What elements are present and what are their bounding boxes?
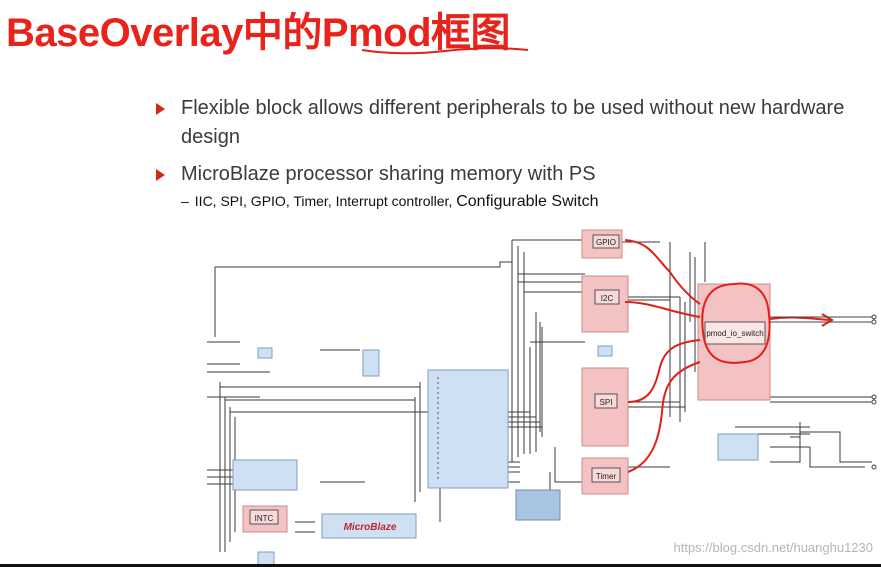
bram-block [515, 489, 561, 521]
output-ports [770, 314, 877, 470]
system-reset-block [232, 459, 298, 491]
pmod-io-switch-block: pmod_io_switch [697, 283, 771, 401]
i2c-label: I2C [601, 294, 614, 303]
small-gpio-block [597, 345, 613, 357]
bullet-arrow-icon [156, 103, 165, 115]
bullet-arrow-icon [156, 169, 165, 181]
sub-bullet: –IIC, SPI, GPIO, Timer, Interrupt contro… [156, 193, 856, 211]
gpio-label: GPIO [596, 238, 616, 247]
bullet-text: MicroBlaze processor sharing memory with… [181, 163, 596, 185]
pmod-block-diagram: GPIO I2C SPI Timer pmod_io_switch INTC M… [207, 229, 877, 567]
annotation-circle [701, 282, 771, 364]
sub-bullet-text-large: Configurable Switch [456, 193, 599, 210]
microblaze-label: MicroBlaze [344, 522, 397, 533]
timer-block: Timer [581, 457, 629, 495]
intc-block: INTC [242, 505, 288, 533]
sub-bullet-dash: – [181, 193, 189, 209]
microblaze-block: MicroBlaze [321, 513, 417, 539]
bullet-item: Flexible block allows different peripher… [156, 94, 856, 152]
spi-block: SPI [581, 367, 629, 447]
spi-label: SPI [600, 398, 613, 407]
reset-block [362, 349, 380, 377]
page-title: BaseOverlay中的Pmod框图 [6, 11, 511, 55]
gpio-block: GPIO [581, 229, 623, 259]
interrupt-concat-block [717, 433, 759, 461]
switch-label: pmod_io_switch [706, 329, 763, 338]
bullet-list: Flexible block allows different peripher… [156, 94, 856, 211]
watermark: https://blog.csdn.net/huanghu1230 [673, 540, 874, 555]
bullet-item: MicroBlaze processor sharing memory with… [156, 160, 856, 189]
sub-bullet-text: IIC, SPI, GPIO, Timer, Interrupt control… [194, 193, 453, 209]
i2c-block: I2C [581, 275, 629, 333]
timer-label: Timer [596, 472, 616, 481]
constant-block [257, 347, 273, 359]
interconnect-block [427, 369, 509, 489]
bullet-text: Flexible block allows different peripher… [181, 97, 845, 148]
red-annotations [624, 239, 834, 473]
title-underline-annotation [361, 47, 529, 55]
intc-label: INTC [255, 514, 274, 523]
bottom-bar [0, 564, 881, 567]
